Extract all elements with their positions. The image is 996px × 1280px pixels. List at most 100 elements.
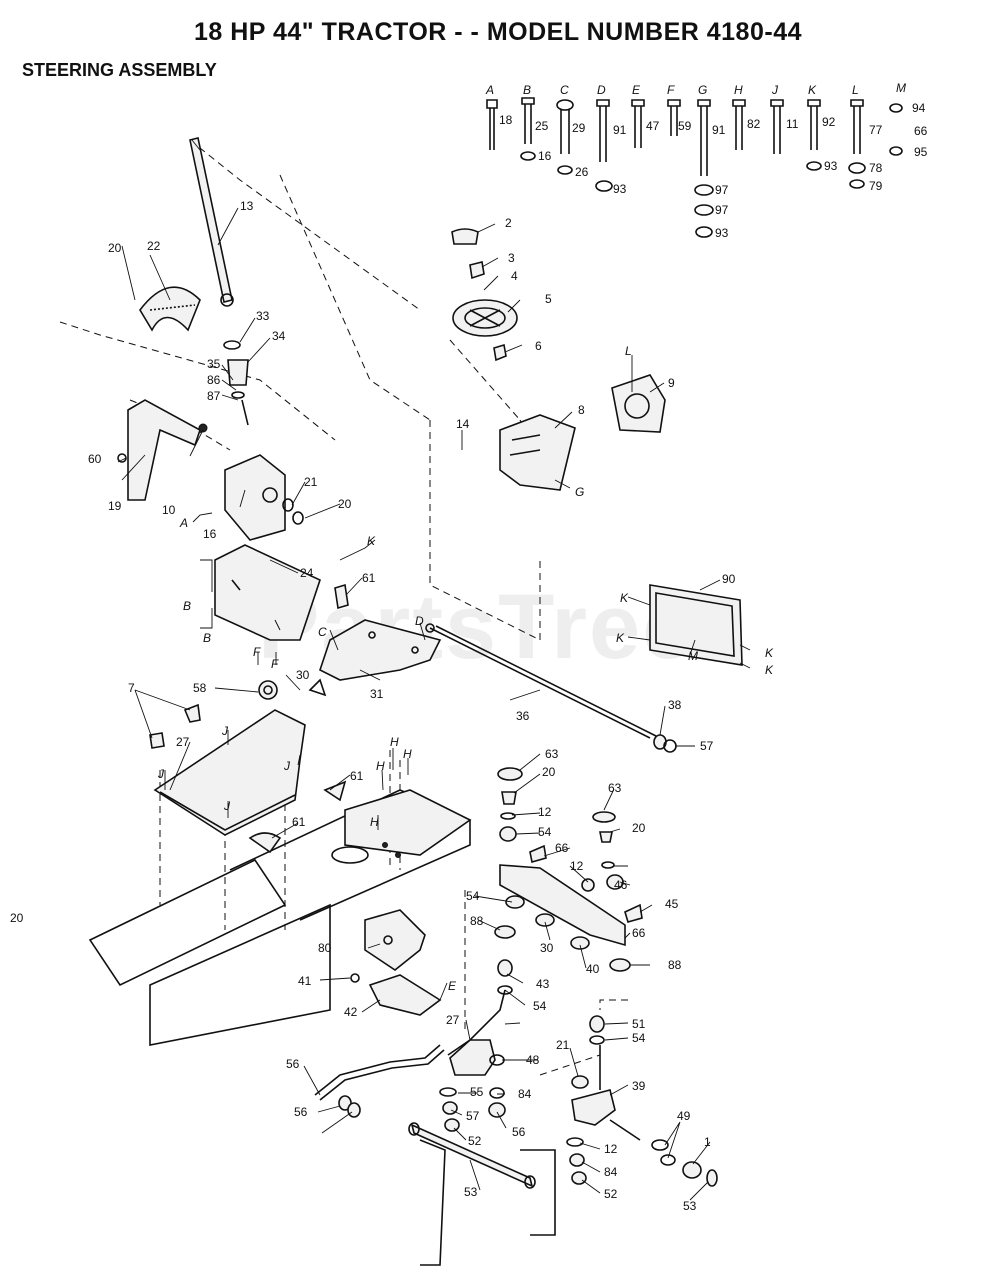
reference-letter: D — [415, 614, 424, 628]
leader-lines — [117, 207, 721, 1201]
legend-letter-D: D — [597, 83, 606, 97]
callout-number: 8 — [578, 403, 585, 417]
callout-number: 20 — [632, 821, 646, 835]
reference-letter: J — [283, 759, 291, 773]
reference-letter: E — [448, 979, 457, 993]
legend-part-number: 26 — [575, 165, 589, 179]
pinion-assembly — [223, 340, 249, 426]
legend-part-number: 91 — [613, 123, 627, 137]
callout-number: 52 — [468, 1134, 482, 1148]
callout-number: 48 — [526, 1053, 540, 1067]
callout-number: 12 — [604, 1142, 618, 1156]
callout-number: 56 — [286, 1057, 300, 1071]
tie-rod-51 — [408, 1122, 536, 1189]
reference-letter: F — [253, 645, 261, 659]
callout-number: 4 — [511, 269, 518, 283]
callout-number: 33 — [256, 309, 270, 323]
legend-part-number: 78 — [869, 161, 883, 175]
legend-letter-K: K — [808, 83, 817, 97]
callout-number: 5 — [545, 292, 552, 306]
reference-letter: C — [318, 625, 327, 639]
callout-number: 3 — [508, 251, 515, 265]
callout-number: 56 — [294, 1105, 308, 1119]
legend-letter-M: M — [896, 81, 906, 95]
callout-number: 90 — [722, 572, 736, 586]
callout-number: 56 — [512, 1125, 526, 1139]
bracket-31 — [308, 619, 442, 697]
callout-number: 30 — [540, 941, 554, 955]
reference-letter: K — [367, 534, 376, 548]
legend-part-number: 93 — [824, 159, 838, 173]
legend-part-number: 94 — [912, 101, 926, 115]
legend-part-number: 97 — [715, 183, 729, 197]
legend-part-number: 82 — [747, 117, 761, 131]
reference-letter: K — [616, 631, 625, 645]
callout-number: 49 — [677, 1109, 691, 1123]
drag-link-36 — [425, 623, 677, 753]
callout-number: 6 — [535, 339, 542, 353]
support-plate-24 — [214, 544, 321, 641]
callout-number: 66 — [632, 926, 646, 940]
reference-letter: F — [271, 657, 279, 671]
callout-number: 1 — [704, 1135, 711, 1149]
callout-number: 54 — [632, 1031, 646, 1045]
callout-number: 21 — [556, 1038, 570, 1052]
callout-number: 54 — [533, 999, 547, 1013]
axle-pivot-bracket-41 — [350, 909, 442, 1016]
callout-number: 88 — [470, 914, 484, 928]
reference-letter: J — [223, 799, 231, 813]
callout-number: 53 — [464, 1185, 478, 1199]
callout-number: 35 — [207, 357, 221, 371]
callout-number: 42 — [344, 1005, 358, 1019]
reference-letter: G — [575, 485, 584, 499]
callout-number: 51 — [632, 1017, 646, 1031]
reference-letter: L — [625, 344, 632, 358]
callout-number: 39 — [632, 1079, 646, 1093]
callout-number: 21 — [304, 475, 318, 489]
callout-number: 87 — [207, 389, 221, 403]
legend-letter-E: E — [632, 83, 641, 97]
callout-number: 84 — [604, 1165, 618, 1179]
callout-number: 27 — [176, 735, 190, 749]
legend-part-number: 93 — [613, 182, 627, 196]
legend-part-number: 79 — [869, 179, 883, 193]
spindle-bushings — [494, 767, 631, 1045]
callout-number: 38 — [668, 698, 682, 712]
reference-letter: A — [179, 516, 188, 530]
callout-number: 41 — [298, 974, 312, 988]
reference-letter: J — [221, 724, 229, 738]
legend-part-number: 29 — [572, 121, 586, 135]
right-spindle-49 — [566, 1045, 718, 1187]
legend-part-number: 66 — [914, 124, 928, 138]
reference-letter: J — [157, 767, 165, 781]
callout-number: 2 — [505, 216, 512, 230]
callout-number: 54 — [538, 825, 552, 839]
callout-number: 63 — [545, 747, 559, 761]
callout-number: 63 — [608, 781, 622, 795]
callout-number: 19 — [108, 499, 122, 513]
reference-letter: K — [765, 663, 774, 677]
callout-number: 45 — [665, 897, 679, 911]
bracket-9 — [611, 374, 666, 433]
mounting-plate-27 — [149, 680, 306, 836]
callout-number: 88 — [668, 958, 682, 972]
legend-part-number: 91 — [712, 123, 726, 137]
panel-90 — [649, 584, 743, 666]
steering-shaft — [189, 137, 234, 307]
legend-part-number: 47 — [646, 119, 660, 133]
legend-letter-B: B — [523, 83, 531, 97]
diagram-title: 18 HP 44" TRACTOR - - MODEL NUMBER 4180-… — [194, 18, 802, 46]
callout-number: 60 — [88, 452, 102, 466]
callout-number: 61 — [292, 815, 306, 829]
legend-part-number: 95 — [914, 145, 928, 159]
diagram-subtitle: STEERING ASSEMBLY — [22, 60, 217, 80]
steering-column-cover — [499, 414, 576, 491]
legend-letter-H: H — [734, 83, 743, 97]
frame-rail — [331, 789, 472, 864]
legend-letter-J: J — [771, 83, 779, 97]
legend-part-number: 11 — [786, 117, 799, 131]
callout-number: 46 — [614, 878, 628, 892]
